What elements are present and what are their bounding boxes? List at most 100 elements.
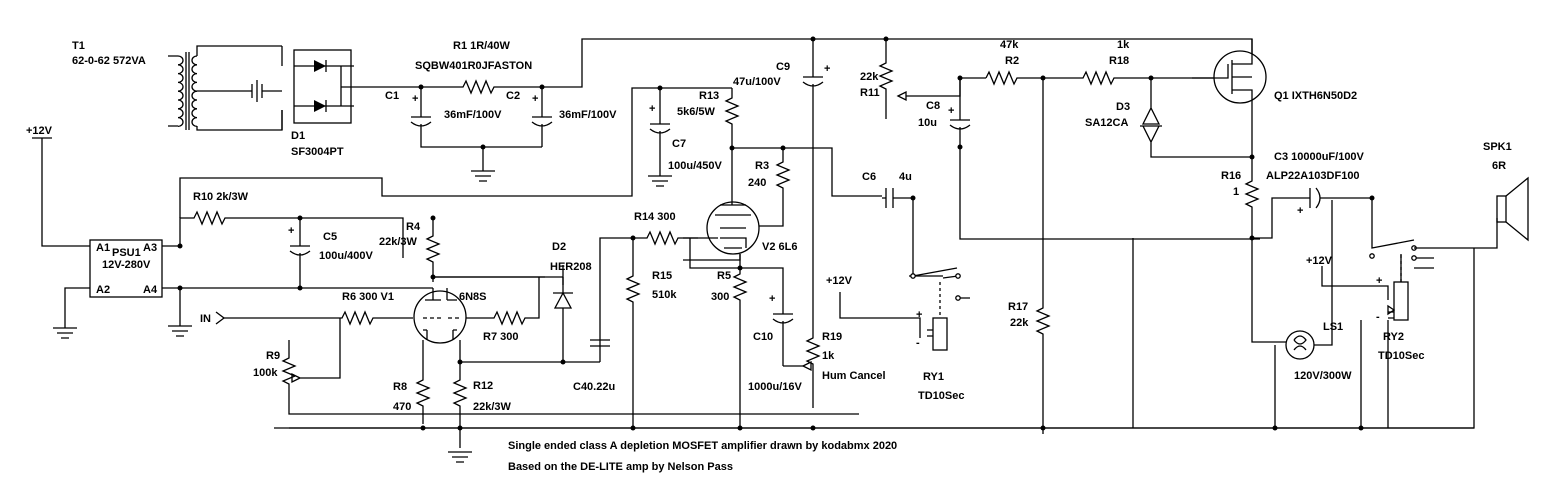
label-plus12-ry1: +12V [826, 275, 853, 287]
label-c1-val: 36mF/100V [444, 109, 502, 121]
label-r4-ref: R4 [406, 221, 421, 233]
label-c10-ref: C10 [753, 331, 773, 343]
label-c6-ref: C6 [862, 171, 876, 183]
label-c2-val: 36mF/100V [559, 109, 617, 121]
relay-ry1 [839, 267, 970, 351]
resistor-r15 [625, 238, 641, 426]
label-d3-val: SA12CA [1085, 117, 1128, 129]
label-r13-val: 5k6/5W [677, 106, 716, 118]
psu1-module [89, 239, 163, 298]
label-r5-ref: R5 [717, 270, 731, 282]
label-t1-ref: T1 [72, 40, 85, 52]
label-c10-val: 1000u/16V [748, 381, 802, 393]
bridge-d1 [293, 49, 421, 124]
label-r16-ref: R16 [1221, 170, 1241, 182]
label-c4: C40.22u [573, 381, 615, 393]
label-t1-val: 62-0-62 572VA [72, 55, 146, 67]
label-r1-val: SQBW401R0JFASTON [415, 60, 532, 72]
capacitor-c6 [882, 188, 943, 277]
polarity-c8: + [948, 105, 954, 117]
label-in: IN [200, 313, 211, 325]
tube-v1 [413, 288, 467, 344]
label-r19-ref: R19 [822, 331, 842, 343]
resistor-r13 [724, 88, 882, 197]
resistor-r3 [759, 148, 791, 227]
label-r9-ref: R9 [266, 350, 280, 362]
label-ry1-val: TD10Sec [918, 390, 964, 402]
label-r15-val: 510k [652, 289, 677, 301]
label-r15-ref: R15 [652, 270, 672, 282]
label-psu-a2: A2 [96, 284, 110, 296]
label-ls1-val: 120V/300W [1294, 370, 1352, 382]
label-d2-ref: D2 [552, 241, 566, 253]
label-d2-val: HER208 [550, 261, 592, 273]
plus12-feed [41, 138, 90, 247]
label-psu-a4: A4 [143, 284, 158, 296]
hv-feed-wire [179, 87, 662, 218]
label-r8-val: 470 [393, 401, 411, 413]
label-d3-ref: D3 [1116, 101, 1130, 113]
label-v1-val: 6N8S [459, 291, 487, 303]
resistor-r16 [1244, 157, 1260, 240]
label-r18-val: 1k [1117, 39, 1130, 51]
label-r16-val: 1 [1233, 186, 1239, 198]
label-r12-val: 22k/3W [473, 401, 512, 413]
polarity-ry1-plus: + [916, 309, 922, 321]
mosfet-q1 [1192, 39, 1267, 157]
diode-d2 [553, 277, 573, 362]
label-r19-note: Hum Cancel [822, 370, 886, 382]
label-c5-ref: C5 [323, 231, 337, 243]
polarity-c1: + [412, 93, 418, 105]
resistor-r4 [425, 218, 441, 282]
pot-r9 [281, 340, 859, 415]
label-r3-val: 240 [748, 177, 766, 189]
caption-line2: Based on the DE-LITE amp by Nelson Pass [508, 461, 733, 473]
label-c3: C3 10000uF/100V [1274, 151, 1365, 163]
label-c7-ref: C7 [672, 138, 686, 150]
polarity-ry2-plus: + [1376, 275, 1382, 287]
label-c7-val: 100u/450V [668, 160, 722, 172]
label-r11-ref: R11 [860, 87, 880, 99]
label-r9-val: 100k [253, 367, 278, 379]
label-c8-ref: C8 [926, 100, 940, 112]
resistor-r6 [224, 310, 413, 326]
supply-rail [542, 38, 1253, 88]
caption-line1: Single ended class A depletion MOSFET am… [508, 440, 897, 452]
label-r8-ref: R8 [393, 381, 407, 393]
resistor-r7 [466, 277, 540, 326]
label-r6: R6 300 V1 [342, 291, 394, 303]
label-r10: R10 2k/3W [193, 191, 249, 203]
label-r7: R7 300 [483, 331, 518, 343]
resistor-r10 [162, 210, 404, 258]
polarity-c2: + [532, 93, 538, 105]
polarity-c10: + [769, 293, 775, 305]
polarity-c9: + [824, 63, 830, 75]
transformer-t1 [168, 45, 283, 131]
label-psu-a1: A1 [96, 242, 110, 254]
label-ry1-ref: RY1 [923, 371, 944, 383]
label-r19-val: 1k [822, 350, 835, 362]
label-r12-ref: R12 [473, 380, 493, 392]
resistor-r1 [421, 79, 542, 95]
tvs-d3 [1140, 78, 1251, 158]
label-plus12-ry2: +12V [1306, 255, 1333, 267]
label-c2-ref: C2 [506, 90, 520, 102]
label-c5-val: 100u/400V [319, 250, 373, 262]
label-c9-ref: C9 [776, 61, 790, 73]
label-c3-part: ALP22A103DF100 [1266, 170, 1360, 182]
label-psu-ref: PSU1 [112, 247, 141, 259]
capacitor-c3 [1302, 187, 1372, 209]
resistor-r5 [732, 254, 748, 428]
capacitor-c1 [410, 84, 542, 148]
polarity-c5: + [288, 225, 294, 237]
label-q1: Q1 IXTH6N50D2 [1274, 90, 1357, 102]
relay-ry2 [1321, 198, 1434, 428]
lamp-ls1 [1251, 200, 1333, 428]
capacitor-c9 [802, 39, 824, 330]
polarity-c7: + [649, 103, 655, 115]
label-r13-cap: 47u/100V [733, 76, 781, 88]
label-psu-a3: A3 [143, 242, 157, 254]
label-r18-ref: R18 [1109, 55, 1129, 67]
